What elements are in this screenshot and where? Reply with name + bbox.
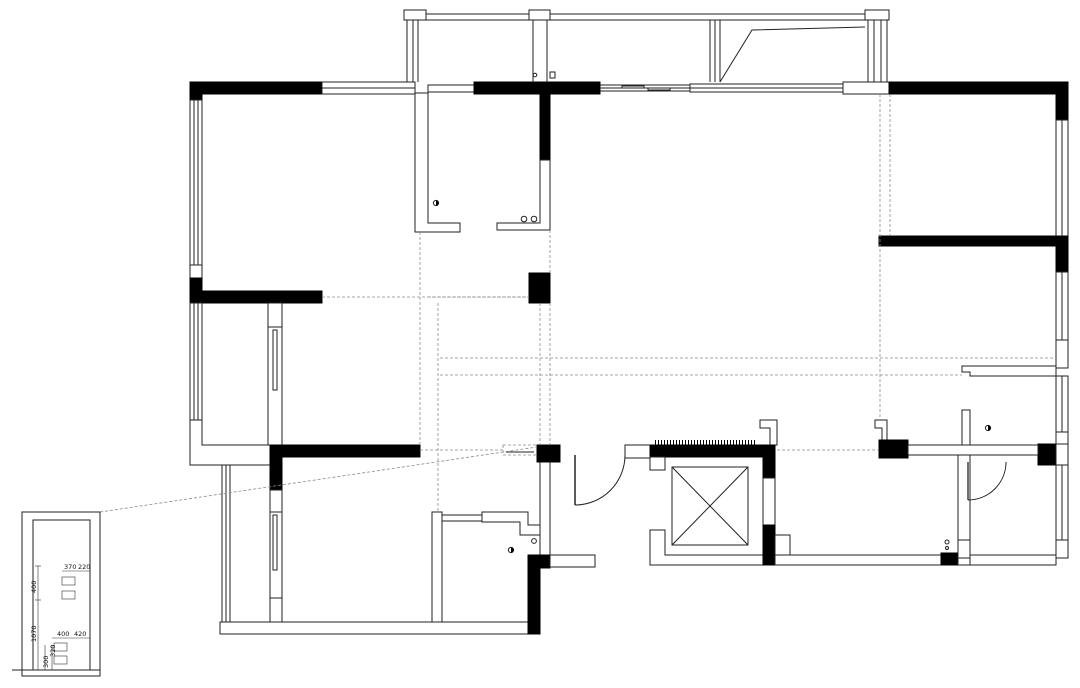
left-lower-rooms (219, 302, 596, 635)
wall-bath-right-black (527, 554, 541, 635)
balcony-diagonal (719, 26, 866, 83)
structural-column (528, 272, 551, 304)
wall-lower-bedroom-corner (269, 444, 283, 491)
wall-storage-bottom (774, 554, 959, 566)
window-left-upper (189, 99, 203, 266)
wall-entry-ledge (549, 554, 596, 568)
wall-bath2-black (878, 439, 909, 459)
wall-bath2-partition (961, 409, 971, 446)
wall-right-bath-corner (1037, 443, 1057, 466)
balcony-post-left (403, 9, 427, 21)
wall-bath-partition (431, 511, 443, 623)
wall-right-pier-c (1055, 443, 1069, 466)
wall-top-pier (842, 81, 890, 95)
balcony-fixture-box (549, 71, 556, 79)
inset-socket-upper-b (61, 590, 76, 600)
wall-right-pier-d (1055, 539, 1069, 559)
inset-label-370: 370 (64, 563, 76, 571)
inset-socket-lower-b (53, 655, 68, 665)
wall-entry-black (536, 444, 561, 463)
wall-bath2-top (907, 444, 1039, 456)
bath2-door-swing-arc (967, 461, 1007, 501)
wall-lower-bedroom-top (269, 444, 421, 458)
wall-storage-step (774, 534, 791, 556)
wall-elevator-left-pier (649, 456, 666, 471)
sliding-door-panel-b (647, 87, 671, 91)
inset-frame (21, 511, 101, 677)
inset-label-400-vertical: 400 (30, 581, 38, 593)
inset-label-220: 220 (78, 563, 90, 571)
wall-right-corner (1055, 235, 1069, 273)
elevator-cross-b (671, 466, 749, 546)
wall-corridor-black-top (762, 444, 776, 479)
inset-socket-lower-a (53, 642, 68, 652)
wall-bath-right (539, 459, 551, 556)
kitchen-wall-black (539, 92, 551, 161)
wall-right-pier-b (1055, 431, 1069, 445)
entry-door-swing-arc (574, 454, 626, 506)
bath2-drain-icon-fill (988, 425, 991, 431)
balcony-fixture-dot (532, 72, 538, 78)
wall-top-middle (473, 81, 601, 95)
stove-burner-icon-left (520, 215, 528, 223)
wall-lower-bedroom-pier-top (269, 489, 283, 513)
inset-label-400-horizontal: 400 (57, 630, 69, 638)
wall-top-thin-segment (427, 84, 475, 93)
bath-drain-icon-fill (511, 547, 514, 553)
wall-bottom-left (219, 621, 541, 635)
elevation-inset: 370 220 400 1070 400 420 300 320 (12, 511, 101, 677)
closet-partition (414, 92, 461, 233)
inset-label-420: 420 (74, 630, 86, 638)
inset-callout-line (99, 446, 538, 513)
stove-burner-icon-right (530, 215, 538, 223)
inset-label-300: 300 (42, 656, 50, 668)
wall-top-left (189, 81, 323, 95)
inset-label-1070: 1070 (30, 625, 38, 642)
wall-storage-black (940, 552, 959, 566)
wall-lower-bedroom-pier-bottom (269, 597, 283, 623)
wall-right-bedroom-divider (878, 235, 1069, 247)
sliding-door-lower-bedroom (272, 514, 278, 571)
wall-corridor-mid (762, 477, 776, 526)
balcony-post-right (864, 9, 890, 21)
wall-left-top (189, 81, 203, 101)
entry-area (502, 444, 651, 506)
right-lower-rooms (774, 409, 1057, 566)
balcony-post-middle (528, 9, 551, 21)
wall-study-left-pier (267, 302, 283, 328)
wall-bath2-pier (957, 539, 971, 559)
closet-wall (414, 92, 461, 233)
wall-bath2-left (957, 454, 971, 566)
wall-bedroom-bottom (189, 290, 323, 304)
wall-right-pier-a (1055, 339, 1069, 369)
wall-bath-top (441, 514, 483, 522)
bath-fixture-icon (531, 538, 537, 544)
sliding-door-panel-a (621, 85, 645, 89)
top-wall (189, 81, 1069, 95)
wall-left-pier (189, 264, 203, 279)
wall-top-right (888, 81, 1069, 95)
inset-socket-upper-a (61, 576, 76, 586)
wall-entry-pier (624, 444, 651, 459)
left-wall (189, 81, 323, 466)
wall-right-partition (961, 365, 1057, 377)
floor-drain-icon-fill (436, 200, 439, 206)
wall-right-top (1055, 81, 1069, 121)
storage-fixture-icon-b (945, 546, 949, 550)
top-balcony (403, 9, 890, 83)
dashed-guides (99, 94, 1056, 513)
window-left-middle (189, 302, 203, 421)
wall-corridor-black-bottom (762, 524, 776, 566)
wall-bath2-bottom (969, 554, 1057, 566)
sliding-door-study (272, 329, 278, 391)
inset-label-320: 320 (49, 645, 57, 657)
elevator-core (649, 419, 778, 566)
storage-fixture-icon-a (944, 539, 950, 545)
right-wall (878, 81, 1069, 559)
wall-elevator-top (649, 444, 776, 458)
